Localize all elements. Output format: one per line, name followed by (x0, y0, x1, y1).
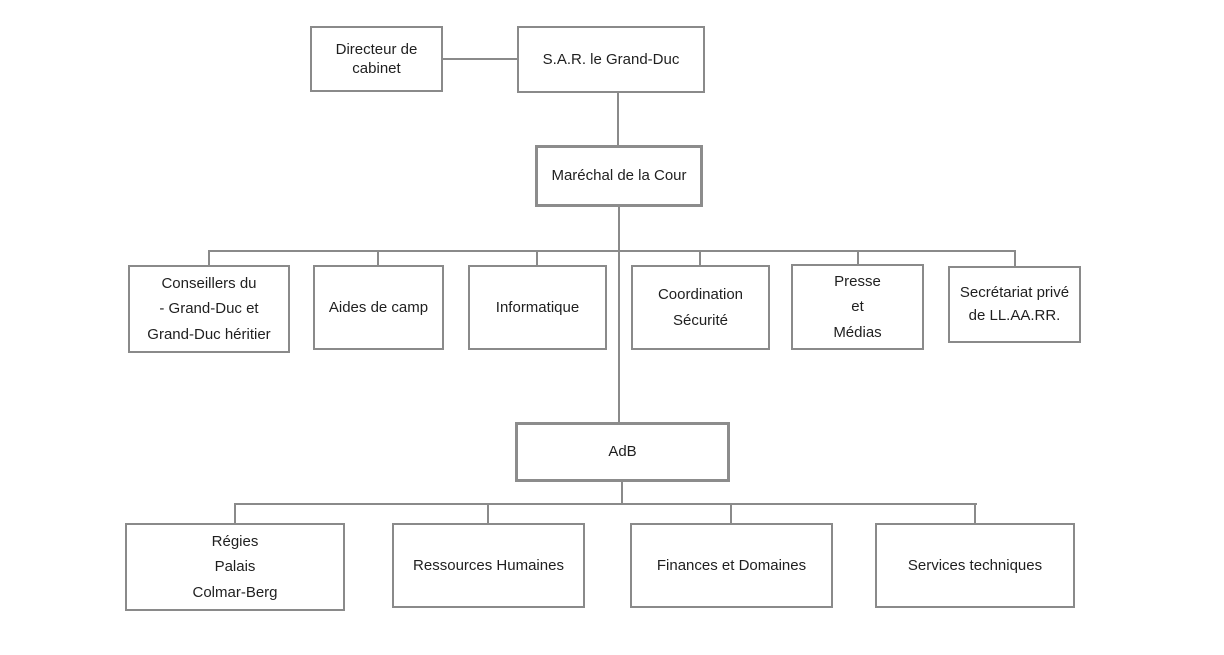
node-aides-de-camp: Aides de camp (313, 265, 444, 350)
node-secretariat-prive: Secrétariat privé de LL.AA.RR. (948, 266, 1081, 343)
node-label: Conseillers du - Grand-Duc et Grand-Duc … (147, 274, 271, 343)
connector-drop-aides (377, 250, 379, 266)
connector-drop-regies (234, 503, 236, 524)
connector-sar-marechal (617, 93, 619, 145)
node-label: Services techniques (907, 556, 1043, 574)
connector-drop-services (974, 503, 976, 524)
node-label: Maréchal de la Cour (551, 167, 687, 185)
connector-drop-coordination (699, 250, 701, 266)
connector-directeur-sar (443, 58, 517, 60)
connector-level3-bus (234, 503, 977, 505)
node-regies-palais-colmar-berg: Régies Palais Colmar-Berg (125, 523, 345, 611)
connector-marechal-adb (618, 207, 620, 422)
connector-adb-bus (621, 482, 623, 503)
node-informatique: Informatique (468, 265, 607, 350)
connector-drop-finances (730, 503, 732, 524)
node-label: Finances et Domaines (656, 556, 807, 574)
node-presse-et-medias: Presse et Médias (791, 264, 924, 350)
node-label: Régies Palais Colmar-Berg (192, 532, 278, 601)
connector-drop-secretariat (1014, 250, 1016, 267)
node-finances-et-domaines: Finances et Domaines (630, 523, 833, 608)
connector-drop-presse (857, 250, 859, 266)
node-services-techniques: Services techniques (875, 523, 1075, 608)
node-conseillers: Conseillers du - Grand-Duc et Grand-Duc … (128, 265, 290, 353)
node-label: Presse et Médias (833, 272, 882, 341)
connector-drop-conseillers (208, 250, 210, 266)
node-label: S.A.R. le Grand-Duc (542, 50, 680, 68)
node-label: Aides de camp (328, 298, 429, 316)
node-directeur-de-cabinet: Directeur de cabinet (310, 26, 443, 92)
node-label: AdB (608, 443, 637, 461)
node-adb: AdB (515, 422, 730, 482)
node-label: Coordination Sécurité (657, 286, 744, 329)
connector-level2-bus (208, 250, 1016, 252)
node-ressources-humaines: Ressources Humaines (392, 523, 585, 608)
node-marechal-de-la-cour: Maréchal de la Cour (535, 145, 703, 207)
node-coordination-securite: Coordination Sécurité (631, 265, 770, 350)
node-label: Secrétariat privé de LL.AA.RR. (959, 284, 1070, 324)
connector-drop-informatique (536, 250, 538, 266)
node-label: Directeur de cabinet (335, 40, 418, 78)
node-sar-le-grand-duc: S.A.R. le Grand-Duc (517, 26, 705, 93)
node-label: Informatique (495, 298, 580, 316)
node-label: Ressources Humaines (413, 556, 564, 574)
connector-drop-ressources (487, 503, 489, 524)
